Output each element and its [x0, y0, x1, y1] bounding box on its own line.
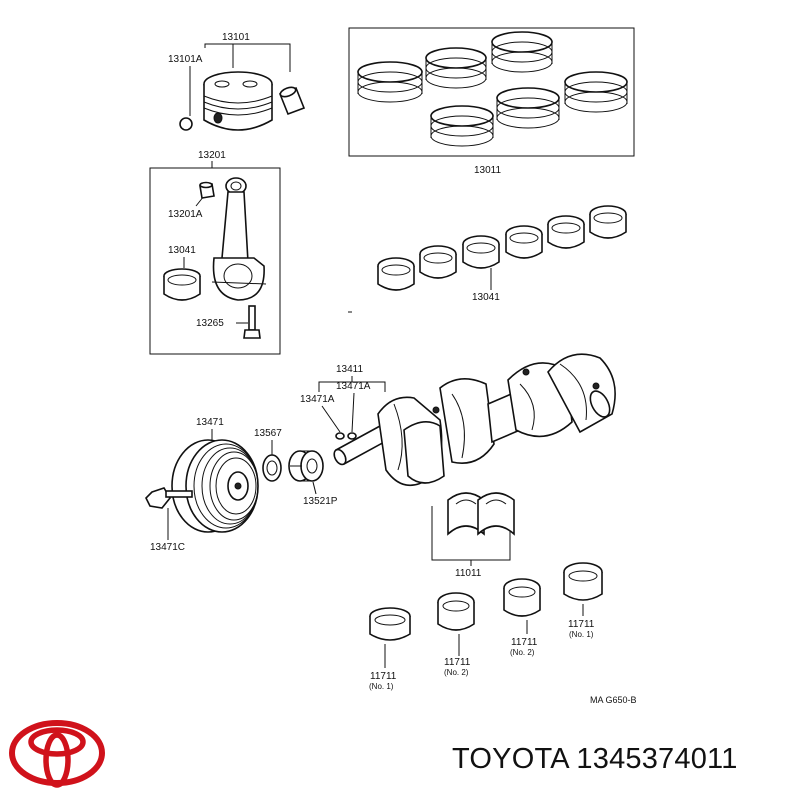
label-conrod-assy: 13201	[198, 150, 226, 161]
bearing-shell-icon	[377, 257, 415, 291]
angle-plate-icon	[262, 454, 282, 482]
label-conrod-bolt: 13265	[196, 318, 224, 329]
piston-pin-icon	[278, 86, 306, 116]
piston-ring-icon	[357, 61, 423, 103]
diagram-code: MA G650-B	[590, 695, 637, 705]
label-key-a-right: 13471A	[336, 381, 371, 392]
brand-part-number: TOYOTA 1345374011	[452, 743, 738, 775]
main-bearing-group: 11711 (No. 1) 11711 (No. 2) 11711 (No. 2…	[369, 562, 603, 691]
label-angle-plate: 13567	[254, 428, 282, 439]
conrod-bearing-icon	[163, 268, 201, 301]
note-main-bearing-3: (No. 2)	[510, 648, 535, 657]
label-main-bearing-4: 11711	[568, 619, 595, 630]
piston-pin-clip-icon	[179, 117, 193, 131]
conrod-bolt-icon	[243, 305, 261, 339]
crank-pulley-icon	[171, 439, 259, 533]
note-main-bearing-2: (No. 2)	[444, 668, 469, 677]
bearing-shell-icon	[462, 235, 500, 269]
thrust-washer-icon	[447, 492, 515, 536]
key-group: 13411 13471A 13471A	[300, 364, 386, 440]
main-bearing-icon	[563, 562, 603, 601]
conrod-bearing-set-group: 13041	[377, 205, 627, 303]
crankshaft-icon	[333, 353, 616, 487]
label-crank-key-set: 13411	[336, 364, 364, 375]
label-main-bearing-2: 11711	[444, 657, 471, 668]
connecting-rod-icon	[211, 177, 267, 301]
bearing-shell-icon	[419, 245, 457, 279]
piston-ring-icon	[425, 47, 487, 89]
note-main-bearing-4: (No. 1)	[569, 630, 594, 639]
crankshaft-thrust-group: 11011	[431, 492, 515, 579]
conrod-frame	[149, 167, 281, 355]
conrod-group: 13201 13201A 13041 13265	[149, 150, 281, 355]
label-conrod-bearing-set: 13041	[472, 292, 500, 303]
main-bearing-icon	[369, 607, 411, 641]
bearing-shell-icon	[547, 215, 585, 249]
pulley-bolt-icon	[145, 487, 193, 509]
label-timing-gear: 13521P	[303, 496, 338, 507]
ring-set-frame	[348, 27, 635, 157]
piston-icon	[203, 71, 273, 131]
label-main-bearing-1: 11711	[370, 671, 397, 682]
label-crankshaft: 11011	[455, 568, 482, 579]
piston-ring-icon	[564, 71, 628, 113]
label-conrod-bushing: 13201A	[168, 209, 203, 220]
label-ring-set: 13011	[474, 165, 502, 176]
note-main-bearing-1: (No. 1)	[369, 682, 394, 691]
label-pulley-bolt: 13471C	[150, 542, 185, 553]
pulley-group: 13471 13567 13521P	[145, 417, 338, 553]
bearing-shell-icon	[505, 225, 543, 259]
label-main-bearing-3: 11711	[511, 637, 538, 648]
conrod-bushing-icon	[199, 181, 215, 199]
main-bearing-icon	[437, 592, 475, 631]
piston-ring-icon	[430, 105, 494, 147]
ring-set-group: 13011	[348, 27, 635, 176]
label-crank-pulley: 13471	[196, 417, 224, 428]
label-piston-set: 13101	[222, 32, 250, 43]
woodruff-key-icon	[335, 432, 345, 440]
main-bearing-icon	[503, 578, 541, 617]
piston-group: 13101 13101A	[168, 32, 306, 131]
piston-ring-icon	[496, 87, 560, 129]
bearing-shell-icon	[589, 205, 627, 239]
piston-ring-icon	[491, 31, 553, 73]
toyota-logo-icon	[9, 720, 105, 788]
label-key-a-left: 13471A	[300, 394, 335, 405]
woodruff-key-icon	[347, 432, 357, 440]
label-piston-pin-clip: 13101A	[168, 54, 203, 65]
timing-gear-icon	[288, 450, 324, 482]
label-conrod-bearing: 13041	[168, 245, 196, 256]
